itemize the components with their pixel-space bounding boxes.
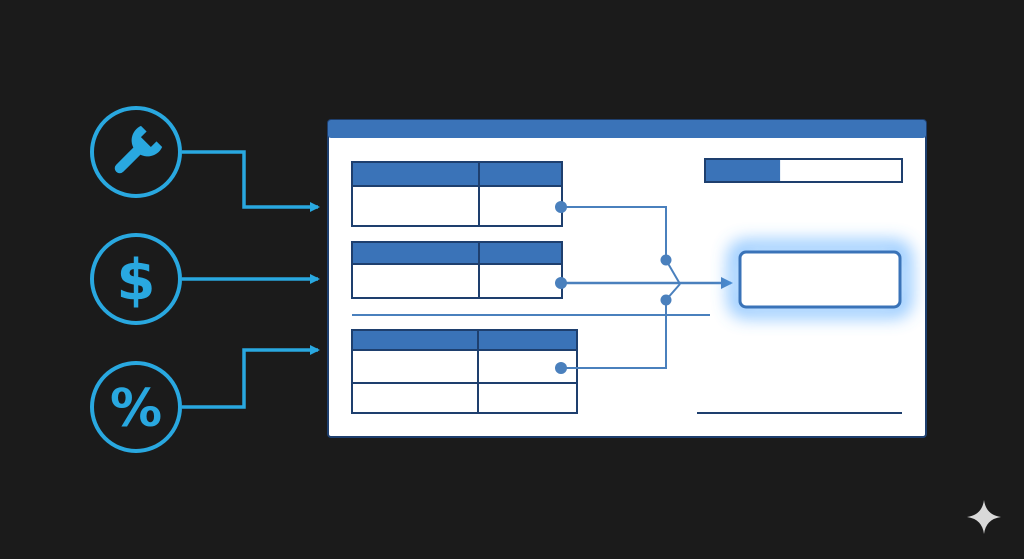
progress-bar	[704, 158, 903, 183]
input-dollar: $	[90, 233, 182, 325]
wrench-icon	[114, 125, 163, 174]
connector-table-3	[561, 283, 681, 369]
table-3-header	[352, 330, 577, 350]
progress-fill	[706, 160, 781, 181]
connector-wrench	[182, 150, 320, 212]
connector-percent	[182, 345, 320, 409]
node-table-1	[555, 201, 567, 213]
node-table-3	[555, 362, 567, 374]
table-3-frame	[351, 329, 578, 414]
output-glow	[730, 242, 910, 316]
wrench-icon-ring	[90, 106, 182, 198]
sparkle-icon	[967, 500, 1001, 534]
output-box	[738, 250, 902, 309]
output-result-box	[730, 242, 910, 316]
dollar-icon-ring	[90, 233, 182, 325]
data-table-1	[351, 161, 563, 227]
app-window	[327, 119, 927, 438]
percent-icon-ring	[90, 361, 182, 453]
percent-icon: %	[110, 379, 162, 439]
table-2-frame	[351, 241, 563, 299]
node-junction-top	[660, 254, 672, 266]
table-connectors	[555, 201, 733, 374]
node-table-2	[555, 277, 567, 289]
table-1-header	[352, 162, 562, 186]
data-table-2	[351, 241, 563, 299]
table-2-header	[352, 242, 562, 264]
connector-table-1	[561, 206, 681, 285]
input-percent: %	[90, 361, 182, 453]
table-1-frame	[351, 161, 563, 227]
data-table-3	[351, 329, 578, 414]
node-junction-bottom	[660, 294, 672, 306]
dollar-icon: $	[117, 248, 156, 313]
window-titlebar	[328, 120, 926, 138]
input-wrench	[90, 106, 182, 198]
